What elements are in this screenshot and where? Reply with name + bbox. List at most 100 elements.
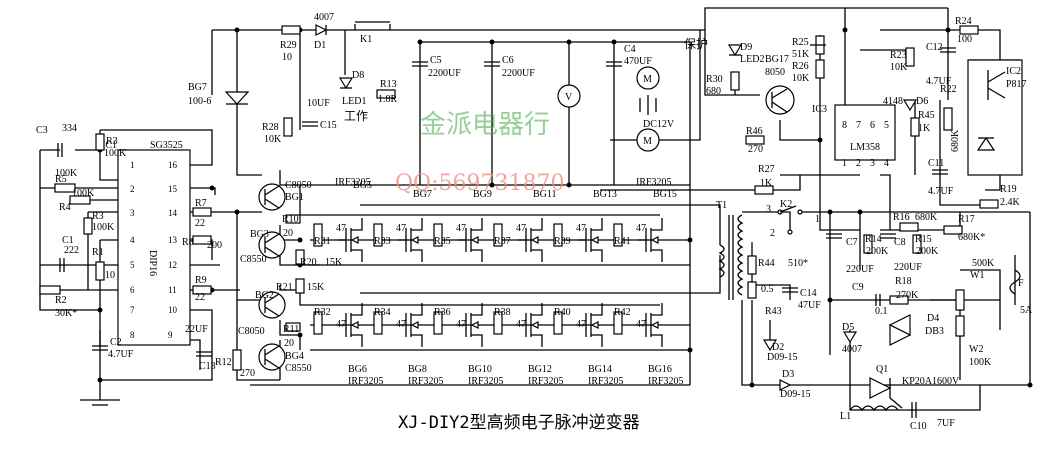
svg-text:M: M (643, 136, 652, 147)
gate-resistor-top-label: R31 (314, 236, 331, 247)
svg-text:BG3: BG3 (250, 229, 269, 240)
ic1-pin-5: 5 (130, 260, 135, 270)
svg-text:10: 10 (105, 270, 115, 281)
svg-text:D3: D3 (782, 369, 794, 380)
gate-resistor-top-label: R35 (434, 236, 451, 247)
mosfet-bottom-label: BG8 (408, 364, 427, 375)
gate-resistor-bottom (373, 311, 383, 335)
gate-resistor-bottom-label: R36 (434, 307, 451, 318)
svg-text:V: V (565, 92, 573, 103)
svg-text:0.5: 0.5 (761, 284, 774, 295)
gate-resistor-bottom-label: R42 (614, 307, 631, 318)
svg-text:C14: C14 (800, 288, 817, 299)
svg-text:R1: R1 (92, 247, 104, 258)
svg-text:8050: 8050 (765, 67, 785, 78)
svg-text:R2: R2 (55, 295, 67, 306)
mosfet-bottom-part: IRF3205 (648, 376, 684, 387)
mosfet-top-label: BG13 (593, 189, 617, 200)
gate-resistor-bottom (313, 311, 323, 335)
gate-resistor-top (433, 223, 443, 247)
svg-text:C11: C11 (928, 158, 944, 169)
svg-text:100K: 100K (104, 148, 127, 159)
svg-text:10K: 10K (264, 134, 282, 145)
svg-text:1: 1 (842, 158, 847, 169)
ic1-pin-16: 16 (168, 160, 178, 170)
diagram-title: XJ-DIY2型高频电子脉冲逆变器 (398, 413, 640, 433)
mosfet-bottom-label: BG14 (588, 364, 612, 375)
svg-text:270: 270 (240, 368, 255, 379)
gate-resistor-top (493, 223, 503, 247)
svg-text:C15: C15 (320, 120, 337, 131)
gate-resistor-top-label: R37 (494, 236, 511, 247)
svg-text:1K: 1K (760, 178, 773, 189)
svg-text:C13: C13 (199, 361, 216, 372)
svg-text:220UF: 220UF (894, 262, 922, 273)
ic1-pin-6: 6 (130, 285, 135, 295)
svg-text:BG2: BG2 (255, 290, 274, 301)
svg-text:R25: R25 (792, 37, 809, 48)
svg-text:BG7: BG7 (188, 82, 207, 93)
svg-text:保护: 保护 (684, 37, 708, 51)
svg-text:D6: D6 (916, 96, 928, 107)
svg-text:R27: R27 (758, 164, 775, 175)
gate-resistor-bottom-label: R40 (554, 307, 571, 318)
svg-text:R10: R10 (282, 214, 299, 225)
mosfet-bottom-part: IRF3205 (528, 376, 564, 387)
mosfet-top (578, 218, 603, 262)
svg-text:5: 5 (884, 120, 889, 131)
svg-text:M: M (643, 74, 652, 85)
svg-text:R23: R23 (890, 50, 907, 61)
watermark-text: 金派电器行 (420, 110, 550, 140)
ic1-body-text: DIP16 (147, 250, 158, 276)
svg-text:R24: R24 (955, 16, 972, 27)
svg-text:470UF: 470UF (624, 56, 652, 67)
svg-text:DC12V: DC12V (643, 119, 675, 130)
svg-text:7UF: 7UF (937, 418, 955, 429)
svg-text:4148: 4148 (883, 96, 903, 107)
svg-text:R9: R9 (195, 275, 207, 286)
svg-text:F: F (1018, 278, 1024, 289)
svg-text:270K: 270K (896, 290, 919, 301)
svg-text:C6: C6 (502, 55, 514, 66)
svg-text:2200UF: 2200UF (502, 68, 535, 79)
svg-text:R13: R13 (380, 79, 397, 90)
mosfet-bottom-part: IRF3205 (348, 376, 384, 387)
gate-resistor-top (553, 223, 563, 247)
svg-text:3: 3 (870, 158, 875, 169)
svg-text:10K: 10K (890, 62, 908, 73)
svg-text:R21: R21 (276, 282, 293, 293)
svg-text:C1: C1 (62, 235, 74, 246)
svg-text:D2: D2 (772, 342, 784, 353)
svg-text:C4: C4 (624, 44, 636, 55)
mosfet-bottom-label: BG12 (528, 364, 552, 375)
mosfet-top (338, 218, 363, 262)
mosfet-bottom (638, 303, 663, 347)
svg-text:1.8R: 1.8R (378, 94, 398, 105)
svg-text:R46: R46 (746, 126, 763, 137)
mosfet-bottom-part: IRF3205 (408, 376, 444, 387)
mosfet-top-part: IRF3205 (335, 177, 371, 188)
mosfet-top-label: BG5 (353, 180, 372, 191)
ic1-pin-15: 15 (168, 184, 178, 194)
svg-text:R45: R45 (918, 110, 935, 121)
gate-drivers: R7 22 R8 200 R9 22 R12 270 C13 22UF C805… (182, 180, 343, 379)
svg-text:51K: 51K (792, 49, 810, 60)
mosfet-bottom-part: IRF3205 (588, 376, 624, 387)
svg-text:R43: R43 (765, 306, 782, 317)
ic1-pin-4: 4 (130, 235, 135, 245)
ic1-pin-14: 14 (168, 208, 178, 218)
ic1-part: SG3525 (150, 140, 183, 151)
svg-text:BG4: BG4 (285, 351, 304, 362)
svg-text:LM358: LM358 (850, 142, 880, 153)
mosfet-bottom (398, 303, 423, 347)
svg-text:30K*: 30K* (55, 308, 77, 319)
svg-text:C12: C12 (926, 42, 943, 53)
svg-text:R29: R29 (280, 40, 297, 51)
gate-resistor-bottom (553, 311, 563, 335)
svg-text:100-6: 100-6 (188, 96, 211, 107)
svg-text:D9: D9 (740, 42, 752, 53)
left-passives: C3 334 R5 (36, 123, 134, 406)
svg-text:222: 222 (64, 245, 79, 256)
svg-text:4007: 4007 (842, 344, 862, 355)
